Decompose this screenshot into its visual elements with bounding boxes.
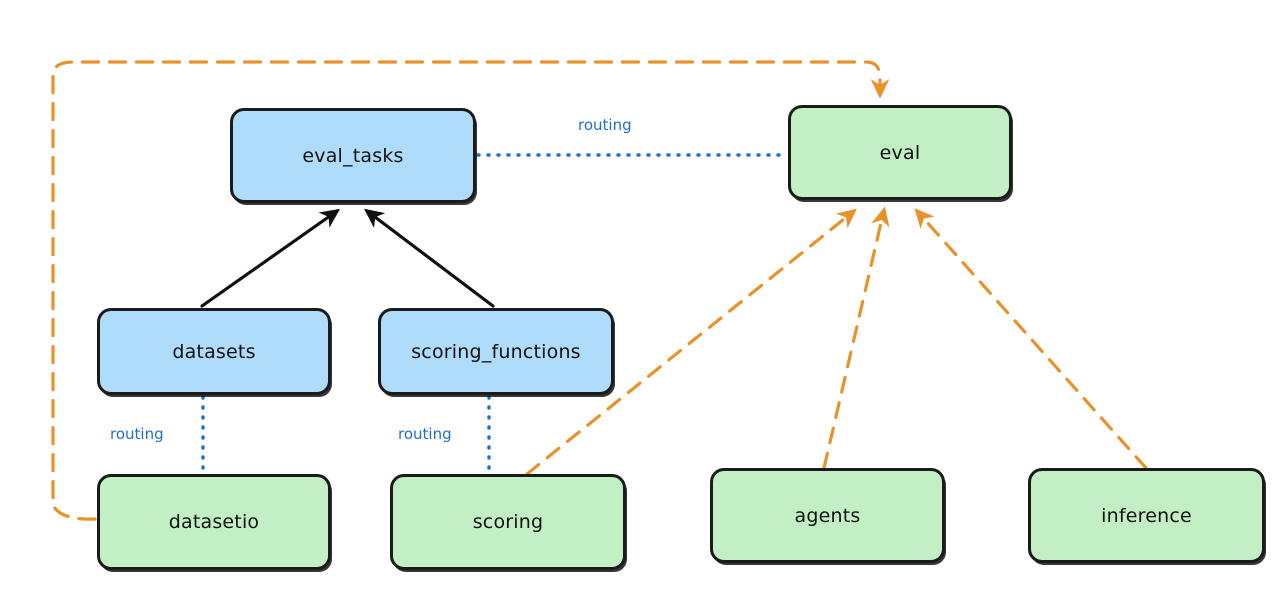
edge-label-routing-scoring-functions-scoring: routing — [396, 425, 454, 443]
edge-scoring_functions-to-eval_tasks — [364, 208, 495, 308]
node-scoring[interactable]: scoring — [390, 474, 626, 570]
node-inference[interactable]: inference — [1028, 468, 1265, 563]
node-eval-label: eval — [879, 141, 921, 164]
node-scoring-functions-label: scoring_functions — [411, 340, 581, 363]
edge-agents-to-eval — [822, 206, 890, 470]
node-scoring-functions[interactable]: scoring_functions — [378, 308, 614, 395]
node-eval-tasks[interactable]: eval_tasks — [230, 108, 476, 203]
edge-inference-to-eval — [914, 208, 1148, 470]
node-agents[interactable]: agents — [710, 468, 945, 563]
edge-label-routing-datasets-datasetio: routing — [108, 425, 166, 443]
node-eval-tasks-label: eval_tasks — [302, 144, 404, 167]
edge-datasetio-to-eval — [51, 60, 890, 521]
node-datasetio-label: datasetio — [168, 511, 260, 533]
edge-scoring-to-eval — [525, 208, 857, 476]
node-inference-label: inference — [1101, 504, 1192, 527]
node-datasets[interactable]: datasets — [97, 308, 331, 395]
node-datasets-label: datasets — [172, 340, 256, 363]
edge-datasets-to-eval_tasks — [200, 208, 341, 308]
node-agents-label: agents — [794, 504, 861, 527]
node-eval[interactable]: eval — [788, 105, 1012, 200]
edge-label-routing-eval-tasks-eval: routing — [576, 116, 634, 134]
node-scoring-label: scoring — [472, 511, 544, 533]
node-datasetio[interactable]: datasetio — [97, 474, 331, 570]
